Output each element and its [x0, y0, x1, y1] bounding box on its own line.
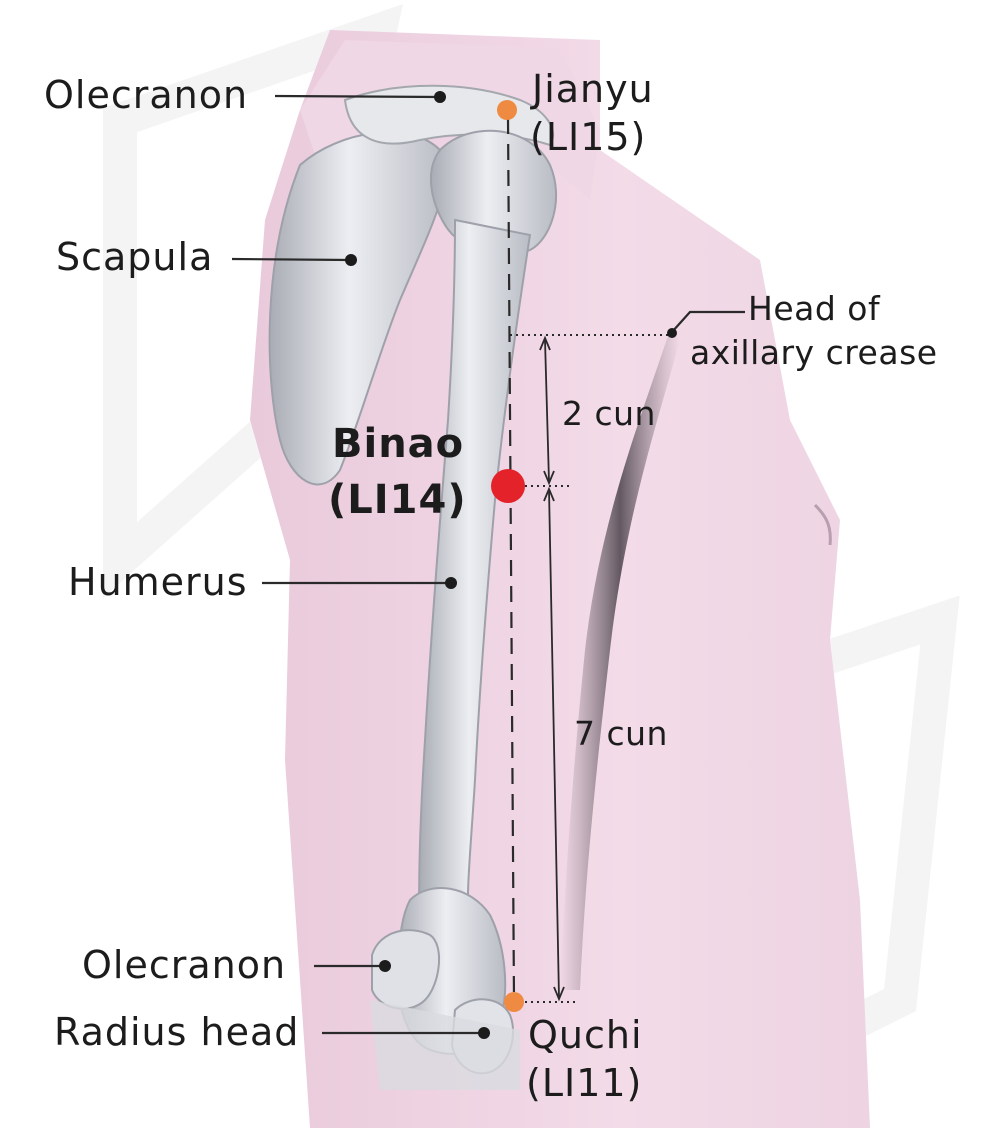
leader-lines	[231, 94, 745, 1035]
label-jianyu-code: (LI15)	[530, 115, 647, 159]
forearm	[370, 1000, 520, 1090]
axillary-crease-shadow	[560, 330, 680, 990]
measure-7-cun-arrow	[543, 486, 565, 1002]
leader-anchor-dots	[345, 91, 677, 1039]
label-scapula: Scapula	[56, 235, 214, 279]
quchi-point[interactable]	[504, 992, 524, 1012]
label-olecranon-top: Olecranon	[44, 73, 249, 117]
binao-point[interactable]	[491, 469, 525, 503]
label-binao-name: Binao	[332, 421, 465, 467]
armpit-edge	[813, 503, 832, 546]
label-measure-7-cun: 7 cun	[574, 714, 668, 753]
label-radius-head: Radius head	[54, 1010, 300, 1054]
meridian-dashed-line	[506, 117, 516, 1001]
label-measure-2-cun: 2 cun	[562, 394, 656, 433]
torso-skin	[250, 30, 870, 1128]
label-quchi-code: (LI11)	[526, 1061, 643, 1105]
jianyu-point[interactable]	[497, 100, 517, 120]
label-humerus: Humerus	[68, 560, 248, 604]
label-axillary-line2: axillary crease	[690, 333, 938, 372]
label-axillary-line1: Head of	[748, 289, 881, 328]
label-jianyu-name: Jianyu	[532, 67, 654, 111]
label-quchi-name: Quchi	[528, 1013, 643, 1057]
acromion-bone	[343, 84, 555, 147]
label-binao-code: (LI14)	[328, 477, 467, 523]
scapula-bone	[268, 131, 448, 486]
measure-2-cun-arrow	[539, 335, 555, 486]
label-olecranon-bottom: Olecranon	[82, 943, 287, 987]
